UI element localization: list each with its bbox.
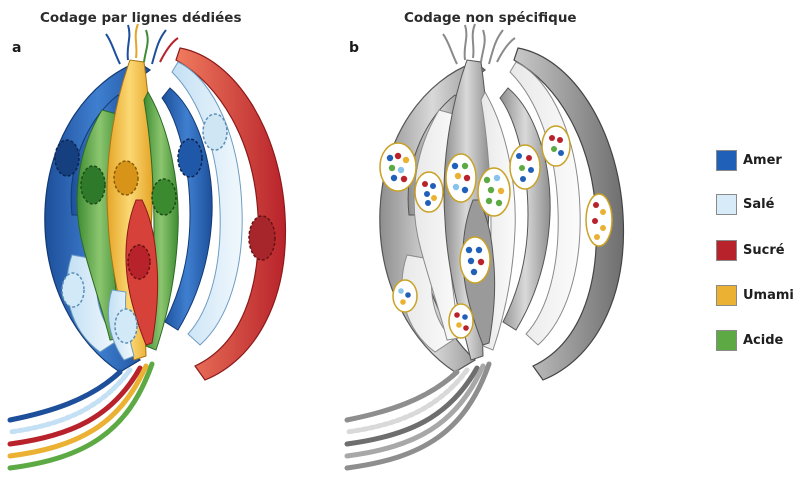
nerve-fibers-a (10, 364, 152, 468)
legend-swatch-sucre (716, 240, 737, 261)
taste-bud-b (347, 24, 623, 468)
legend-label-amer: Amer (743, 153, 782, 168)
legend-swatch-umami (716, 285, 737, 306)
nerve-fibers-b (347, 364, 489, 468)
microvilli-a (106, 24, 178, 64)
legend-label-umami: Umami (743, 288, 794, 303)
legend-label-sucre: Sucré (743, 243, 785, 258)
legend-label-acide: Acide (743, 333, 783, 348)
legend-swatch-sale (716, 194, 737, 215)
taste-bud-a (10, 24, 285, 468)
legend-swatch-acide (716, 330, 737, 351)
legend-label-sale: Salé (743, 197, 774, 212)
microvilli-b (443, 24, 515, 64)
legend-swatch-amer (716, 150, 737, 171)
